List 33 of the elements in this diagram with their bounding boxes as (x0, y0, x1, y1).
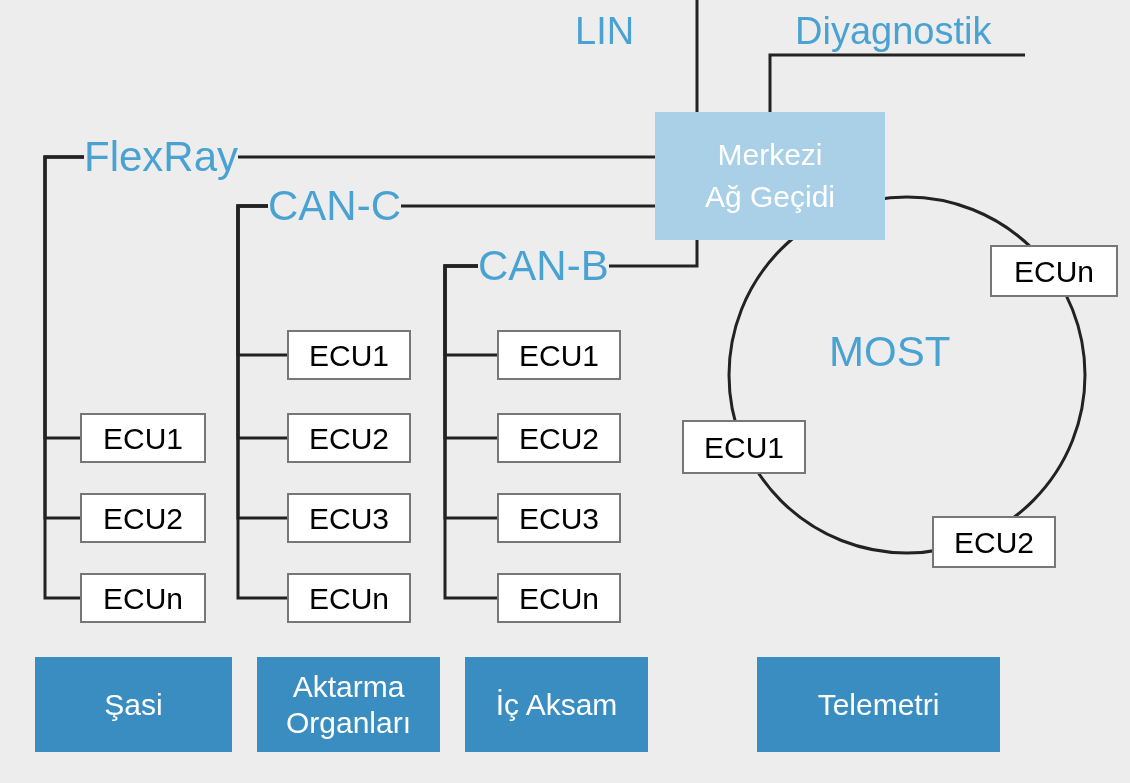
ecu-box: ECU2 (497, 413, 621, 463)
bus-label: MOST (829, 331, 951, 373)
bus-line (609, 240, 699, 268)
bus-label: CAN-B (478, 242, 609, 290)
domain-box: Şasi (35, 657, 232, 752)
ecu-box: ECUn (497, 573, 621, 623)
bus-label: LIN (575, 12, 635, 50)
bus-line (43, 155, 84, 600)
bus-label: CAN-C (268, 182, 401, 230)
ecu-box: ECU2 (932, 516, 1056, 568)
domain-box: Telemetri (757, 657, 1000, 752)
bus-line (443, 264, 497, 600)
ecu-box: ECU1 (497, 330, 621, 380)
gateway-box: Merkezi Ağ Geçidi (655, 112, 885, 240)
bus-line (401, 204, 655, 208)
bus-line (238, 155, 655, 159)
bus-line (768, 53, 1025, 112)
ecu-box: ECUn (80, 573, 206, 623)
ecu-box: ECU1 (287, 330, 411, 380)
ecu-box: ECU1 (682, 420, 806, 474)
ecu-box: ECUn (287, 573, 411, 623)
ecu-box: ECU3 (497, 493, 621, 543)
ecu-box: ECUn (990, 245, 1118, 297)
bus-label: FlexRay (84, 134, 239, 180)
domain-box: Aktarma Organları (257, 657, 440, 752)
ecu-box: ECU2 (80, 493, 206, 543)
ecu-box: ECU3 (287, 493, 411, 543)
bus-line (236, 204, 287, 600)
bus-label: Diyagnostik (795, 12, 992, 50)
bus-line (695, 0, 699, 112)
ecu-box: ECU2 (287, 413, 411, 463)
ecu-box: ECU1 (80, 413, 206, 463)
domain-box: İç Aksam (465, 657, 648, 752)
